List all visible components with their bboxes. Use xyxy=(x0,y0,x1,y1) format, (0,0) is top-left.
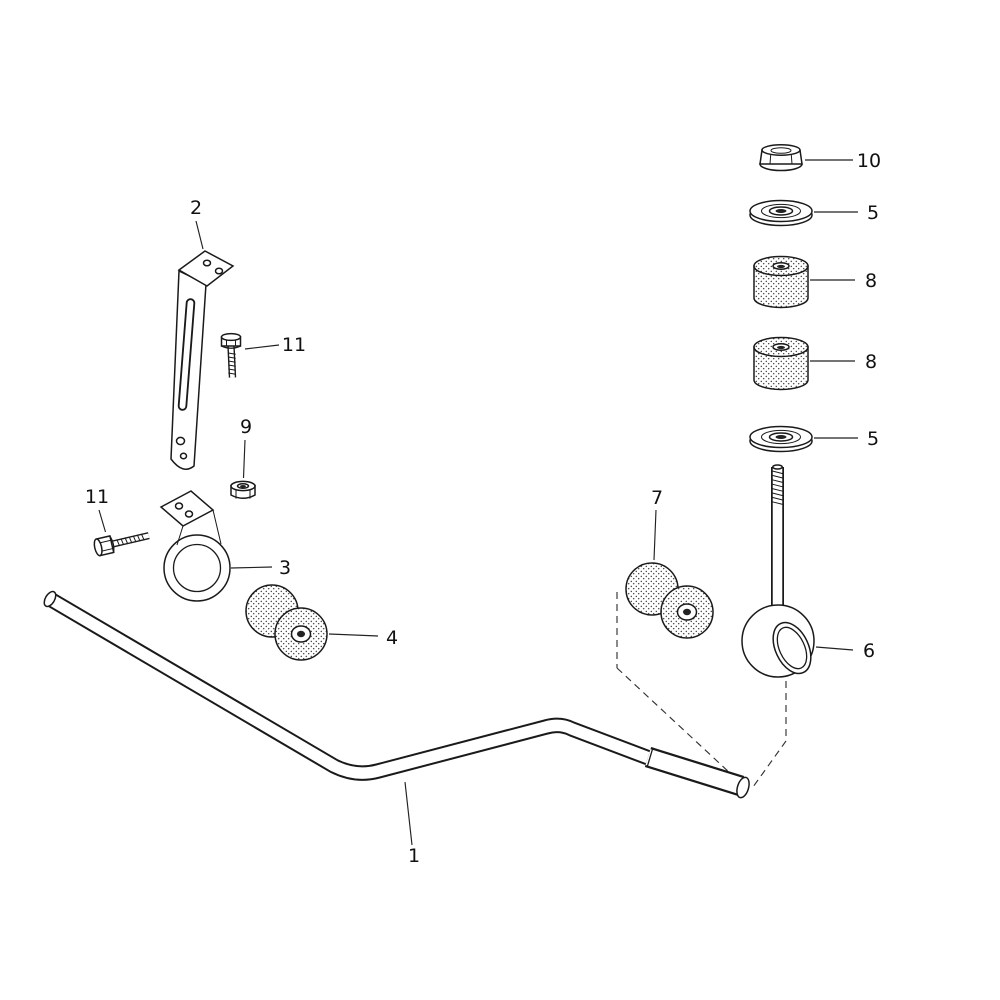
callout-cylinder-lower: 8 xyxy=(865,351,877,373)
callout-bolt-left: 11 xyxy=(85,486,109,508)
washer-lower: 5 xyxy=(749,425,879,453)
rubber-cylinder-upper: 8 xyxy=(753,255,877,309)
washer-ring xyxy=(761,429,801,445)
bar-body xyxy=(47,594,657,779)
clamp-neck xyxy=(212,509,222,545)
leader-bolt-left xyxy=(98,509,107,533)
washer-hole xyxy=(775,209,787,213)
callout-bracket: 2 xyxy=(190,197,202,219)
cylinder-hole xyxy=(777,345,785,350)
bracket-flange xyxy=(177,250,235,287)
cylinder-body xyxy=(753,265,809,309)
drop-link: 6 xyxy=(741,464,875,678)
washer-upper: 5 xyxy=(749,199,879,227)
clamp-tab-hole xyxy=(174,502,184,510)
link-bore-inner xyxy=(776,626,808,670)
clamp-loop-inner xyxy=(172,543,222,593)
spool-hole xyxy=(683,608,691,616)
dash-line xyxy=(752,740,787,788)
bolt-head-top xyxy=(220,332,242,342)
leader-link xyxy=(815,646,854,651)
bar-end-body xyxy=(645,749,744,794)
rubber-cylinder-lower: 8 xyxy=(753,336,877,391)
bar-left-cap xyxy=(43,590,57,608)
washer-hole xyxy=(775,435,787,439)
stud-tip xyxy=(772,464,783,470)
leader-bracket xyxy=(195,220,204,250)
hex-nut: 9 xyxy=(230,416,256,499)
callout-link: 6 xyxy=(863,640,875,662)
bolt-upper: 11 xyxy=(220,332,306,378)
lock-nut: 10 xyxy=(759,144,881,172)
clamp-tab-hole xyxy=(184,510,194,518)
stabilizer-bar: 1 xyxy=(43,590,750,867)
leader-clamp xyxy=(230,566,273,569)
callout-spool: 7 xyxy=(651,487,663,509)
thread-hatching xyxy=(228,352,236,375)
bushing-spool: 4 xyxy=(245,584,398,661)
bolt-head-top xyxy=(93,538,103,557)
bolt-head-base xyxy=(221,345,241,349)
bracket-hole xyxy=(175,436,186,446)
mounting-bracket: 2 xyxy=(170,197,235,470)
callout-bar: 1 xyxy=(408,845,420,867)
callout-bolt-upper: 11 xyxy=(282,334,306,356)
thread-hatching xyxy=(772,470,783,505)
bar-joint-line xyxy=(646,747,654,768)
bar-outline xyxy=(46,592,657,781)
leader-nut xyxy=(242,439,246,479)
callout-nut: 9 xyxy=(240,416,252,438)
bushing-hole xyxy=(297,630,305,638)
callout-cylinder-upper: 8 xyxy=(865,270,877,292)
cylinder-body xyxy=(753,346,809,391)
bar-end-cap xyxy=(736,776,750,799)
callout-clamp: 3 xyxy=(279,557,291,579)
leader-bushing xyxy=(328,633,379,637)
leader-spool xyxy=(653,509,657,561)
leader-bolt-upper xyxy=(244,344,280,350)
flange-hole xyxy=(214,267,224,275)
alignment-dashes xyxy=(616,592,787,788)
nut-hole xyxy=(240,485,246,488)
washer-ring xyxy=(761,203,801,219)
cylinder-hole xyxy=(777,264,785,269)
locknut-chamfer xyxy=(770,147,792,154)
link-bore-outer xyxy=(772,621,812,675)
bolt-left-drawing xyxy=(93,532,150,557)
bolt-head-base xyxy=(109,535,115,553)
leader-bar xyxy=(404,781,413,846)
callout-washer-lower: 5 xyxy=(867,428,879,450)
spool-bushing: 7 xyxy=(625,487,714,639)
dash-line xyxy=(616,667,746,788)
clamp-neck xyxy=(176,525,184,546)
bracket-hole xyxy=(179,452,188,460)
bolt-left: 11 xyxy=(85,486,150,557)
thread-hatching xyxy=(116,533,145,547)
callout-bushing: 4 xyxy=(386,627,398,649)
locknut-top xyxy=(761,144,801,156)
clamp: 3 xyxy=(159,490,291,602)
clamp-tab xyxy=(159,490,215,527)
flange-hole xyxy=(202,259,212,267)
callout-locknut: 10 xyxy=(857,150,881,172)
bracket-slot xyxy=(179,300,194,409)
callout-washer-upper: 5 xyxy=(867,202,879,224)
